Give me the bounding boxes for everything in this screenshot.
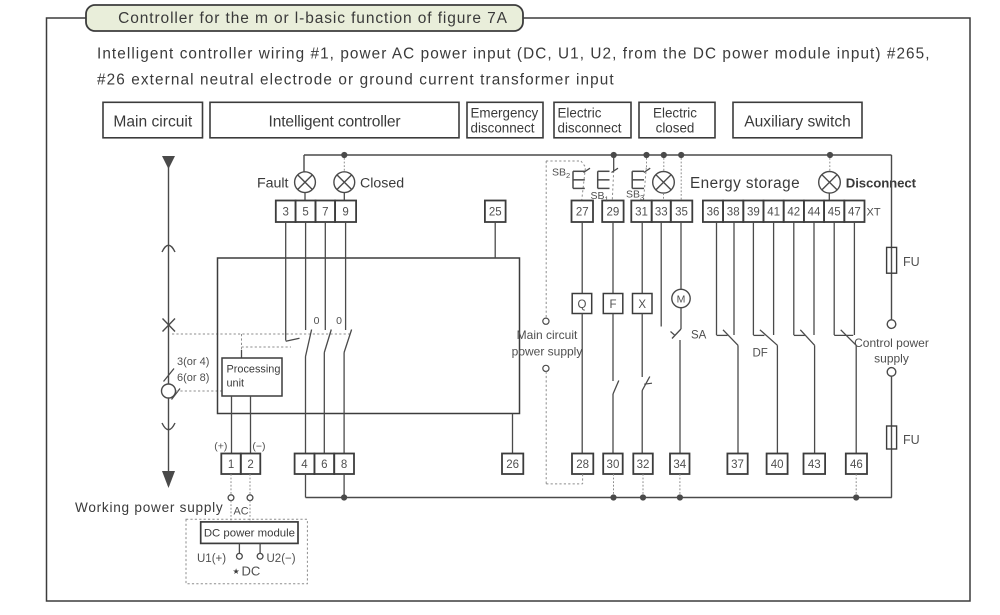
svg-text:SB1: SB1 [591, 190, 609, 204]
svg-text:M: M [677, 294, 686, 306]
svg-text:Closed: Closed [360, 176, 404, 192]
svg-text:supply: supply [874, 352, 909, 366]
svg-text:(−): (−) [252, 441, 265, 453]
svg-text:34: 34 [673, 459, 686, 471]
svg-text:2: 2 [247, 459, 253, 471]
svg-text:SB3: SB3 [626, 189, 644, 203]
svg-text:Control power: Control power [854, 336, 929, 350]
svg-text:Electric: Electric [653, 106, 697, 121]
svg-text:47: 47 [848, 206, 861, 218]
svg-text:42: 42 [787, 206, 800, 218]
svg-text:Emergency: Emergency [471, 106, 539, 121]
svg-text:41: 41 [767, 206, 780, 218]
svg-text:X: X [638, 299, 646, 311]
svg-text:28: 28 [576, 459, 589, 471]
svg-text:power supply: power supply [512, 344, 583, 358]
svg-text:FU: FU [903, 433, 920, 447]
svg-text:0: 0 [336, 315, 342, 327]
svg-text:30: 30 [607, 459, 620, 471]
svg-text:DF: DF [753, 348, 768, 360]
svg-text:FU: FU [903, 255, 920, 269]
svg-text:29: 29 [607, 206, 620, 218]
svg-text:Main circuit: Main circuit [517, 328, 578, 342]
svg-text:Main circuit: Main circuit [113, 114, 193, 131]
svg-text:0: 0 [314, 315, 320, 327]
svg-text:SB2: SB2 [552, 167, 570, 181]
svg-text:closed: closed [656, 121, 695, 136]
svg-text:35: 35 [675, 206, 688, 218]
svg-text:Controller for the m or l-basi: Controller for the m or l-basic function… [118, 10, 508, 27]
svg-text:Energy storage: Energy storage [690, 175, 800, 192]
svg-text:★: ★ [233, 567, 240, 576]
svg-text:37: 37 [731, 459, 744, 471]
svg-text:Intelligent controller: Intelligent controller [269, 114, 401, 131]
svg-text:9: 9 [342, 206, 348, 218]
svg-text:36: 36 [707, 206, 720, 218]
svg-text:4: 4 [301, 459, 308, 471]
svg-text:43: 43 [808, 459, 821, 471]
svg-text:3(or 4): 3(or 4) [177, 356, 209, 368]
svg-text:3: 3 [282, 206, 288, 218]
svg-text:unit: unit [227, 378, 245, 390]
svg-text:25: 25 [489, 206, 502, 218]
svg-text:38: 38 [727, 206, 740, 218]
svg-text:39: 39 [747, 206, 760, 218]
svg-text:disconnect: disconnect [471, 121, 535, 136]
svg-text:DC: DC [242, 564, 261, 579]
svg-text:(+): (+) [214, 441, 227, 453]
svg-text:F: F [609, 299, 616, 311]
svg-text:Q: Q [578, 299, 587, 311]
svg-text:SA: SA [691, 330, 707, 342]
svg-text:AC: AC [234, 506, 249, 518]
svg-text:#26 external neutral electrode: #26 external neutral electrode or ground… [97, 72, 615, 89]
svg-text:Auxiliary switch: Auxiliary switch [744, 114, 851, 131]
svg-text:8: 8 [341, 459, 347, 471]
svg-text:Fault: Fault [257, 176, 289, 192]
svg-text:45: 45 [828, 206, 841, 218]
svg-text:disconnect: disconnect [558, 121, 622, 136]
svg-text:Disconnect: Disconnect [846, 176, 917, 191]
svg-text:Electric: Electric [558, 106, 602, 121]
svg-text:U1(+): U1(+) [197, 553, 226, 565]
svg-text:31: 31 [635, 206, 648, 218]
svg-text:7: 7 [322, 206, 328, 218]
svg-text:27: 27 [576, 206, 589, 218]
svg-text:40: 40 [771, 459, 784, 471]
svg-text:26: 26 [506, 459, 519, 471]
svg-text:6: 6 [321, 459, 327, 471]
svg-text:Intelligent controller wiring: Intelligent controller wiring #1, power … [97, 46, 931, 63]
svg-text:1: 1 [228, 459, 234, 471]
svg-text:Processing: Processing [227, 364, 281, 376]
svg-text:46: 46 [850, 459, 863, 471]
svg-text:U2(−): U2(−) [267, 553, 296, 565]
svg-text:32: 32 [637, 459, 650, 471]
svg-text:5: 5 [302, 206, 308, 218]
svg-text:DC power module: DC power module [204, 528, 295, 540]
svg-text:6(or 8): 6(or 8) [177, 372, 209, 384]
svg-text:Working power supply: Working power supply [75, 500, 223, 515]
svg-text:33: 33 [655, 206, 668, 218]
svg-text:XT: XT [867, 207, 881, 219]
svg-text:44: 44 [808, 206, 821, 218]
